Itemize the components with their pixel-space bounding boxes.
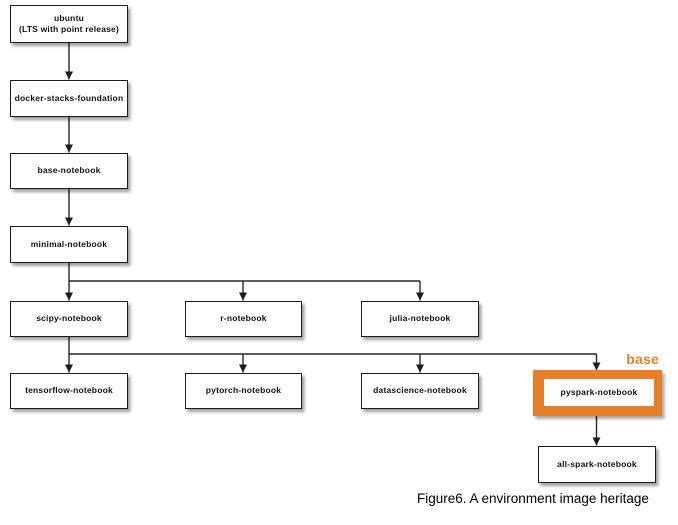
highlight-label: base xyxy=(626,351,659,367)
node-docker-stacks-foundation: docker-stacks-foundation xyxy=(10,80,128,117)
node-label: tensorflow-notebook xyxy=(25,385,113,396)
node-label: base-notebook xyxy=(37,165,101,176)
node-label: ubuntu xyxy=(54,12,84,23)
node-label: pyspark-notebook xyxy=(560,386,638,397)
node-label: datascience-notebook xyxy=(373,385,467,396)
node-tensorflow-notebook: tensorflow-notebook xyxy=(10,373,128,409)
figure-caption: Figure6. A environment image heritage xyxy=(417,491,649,506)
node-label: minimal-notebook xyxy=(30,238,108,249)
node-sublabel: (LTS with point release) xyxy=(18,24,120,34)
node-label: all-spark-notebook xyxy=(557,458,637,469)
node-label: julia-notebook xyxy=(389,313,451,324)
node-r-notebook: r-notebook xyxy=(185,301,302,337)
node-scipy-notebook: scipy-notebook xyxy=(10,301,128,337)
node-pytorch-notebook: pytorch-notebook xyxy=(185,373,302,409)
node-pyspark-notebook: pyspark-notebook xyxy=(544,379,654,406)
node-datascience-notebook: datascience-notebook xyxy=(361,373,479,409)
edge-group xyxy=(65,43,601,446)
node-label: pytorch-notebook xyxy=(205,385,282,396)
highlight-outline-base: pyspark-notebook xyxy=(533,370,662,416)
node-label: r-notebook xyxy=(220,313,267,324)
node-label: scipy-notebook xyxy=(36,313,102,324)
node-julia-notebook: julia-notebook xyxy=(361,301,479,337)
node-ubuntu: ubuntu (LTS with point release) xyxy=(10,5,128,43)
node-base-notebook: base-notebook xyxy=(10,153,128,189)
node-label: docker-stacks-foundation xyxy=(14,92,124,103)
node-minimal-notebook: minimal-notebook xyxy=(10,226,128,263)
node-all-spark-notebook: all-spark-notebook xyxy=(538,446,656,483)
